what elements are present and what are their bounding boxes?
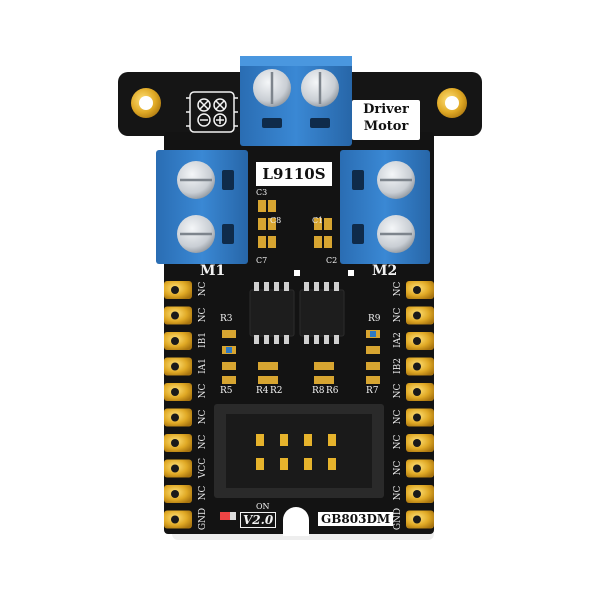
title-line-1: Driver (363, 102, 409, 117)
pin-header-connector (214, 404, 384, 498)
edge-pad (164, 332, 192, 350)
power-led (220, 512, 230, 520)
resistors (222, 330, 380, 384)
pin-label: NC (198, 485, 208, 501)
title-line-2: Motor (363, 119, 409, 134)
version-label: V2.0 (240, 512, 277, 528)
label-c3: C3 (256, 188, 268, 197)
terminal-block-right (340, 150, 430, 264)
title-box (352, 100, 420, 140)
pin-label: NC (198, 307, 208, 322)
mounting-hole-right (437, 88, 467, 118)
edge-pad (406, 459, 434, 478)
edge-pad (406, 408, 434, 427)
edge-pad (406, 434, 434, 452)
capacitors (258, 200, 332, 248)
pin-label: GND (393, 507, 403, 530)
pin-label: NC (393, 485, 403, 501)
pin-label: NC (198, 434, 208, 450)
terminal-block-left (156, 150, 248, 264)
pin1-marker (348, 270, 354, 276)
pin-label: NC (393, 409, 403, 424)
edge-pad (406, 485, 434, 503)
label-r3: R3 (220, 314, 233, 324)
edge-pad (164, 383, 192, 401)
pin1-marker (294, 270, 300, 276)
label-c8: C8 (270, 216, 282, 225)
pin-label: NC (393, 383, 403, 399)
label-r4: R4 (256, 386, 269, 396)
edge-pad (164, 510, 192, 529)
pin-label: VCC (198, 457, 208, 478)
pin-label: IB1 (198, 332, 208, 348)
edge-pad (406, 306, 434, 325)
edge-pad (406, 510, 434, 529)
label-c1: C1 (312, 216, 324, 225)
led-label: ON (256, 502, 270, 511)
pin-label: GND (198, 507, 208, 530)
pin-label: NC (393, 307, 403, 322)
edge-pad (406, 357, 434, 376)
label-r6: R6 (326, 386, 339, 396)
pin-label: NC (198, 409, 208, 424)
chip-label-box (256, 162, 332, 186)
label-r7: R7 (366, 386, 379, 396)
model-label: GB803DM (318, 512, 394, 526)
label-r2: R2 (270, 386, 283, 396)
board-title: Driver Motor (355, 101, 417, 135)
pin-label: NC (393, 434, 403, 450)
edge-pad (164, 306, 192, 325)
edge-pad (164, 408, 192, 427)
pin-label: NC (198, 383, 208, 399)
pin-label: IB2 (393, 357, 403, 374)
edge-pad (406, 332, 434, 350)
mounting-hole-left (131, 88, 161, 118)
edge-pad (164, 357, 192, 376)
pin-pads-right (406, 281, 434, 529)
label-r8: R8 (312, 386, 325, 396)
pin-pads-left (164, 281, 192, 529)
motor-logo-icon (186, 91, 238, 133)
pin-label: IA2 (393, 332, 403, 348)
edge-pad (164, 281, 192, 299)
ic-chip-left (249, 282, 295, 344)
edge-pad (164, 485, 192, 503)
pin-label: NC (393, 460, 403, 475)
pin-label: NC (393, 281, 403, 297)
label-r9: R9 (368, 314, 381, 324)
motor-label-m2: M2 (372, 263, 398, 279)
edge-pad (406, 383, 434, 401)
edge-pad (164, 459, 192, 478)
pin-label: IA1 (198, 357, 208, 374)
label-c2: C2 (326, 256, 338, 265)
pin-label: NC (198, 281, 208, 297)
label-c7: C7 (256, 256, 268, 265)
terminal-block-top (240, 56, 352, 146)
label-r5: R5 (220, 386, 233, 396)
edge-pad (406, 281, 434, 299)
motor-label-m1: M1 (200, 263, 226, 279)
ic-chip-right (299, 282, 345, 344)
edge-pad (164, 434, 192, 452)
chip-name: L9110S (262, 165, 326, 183)
